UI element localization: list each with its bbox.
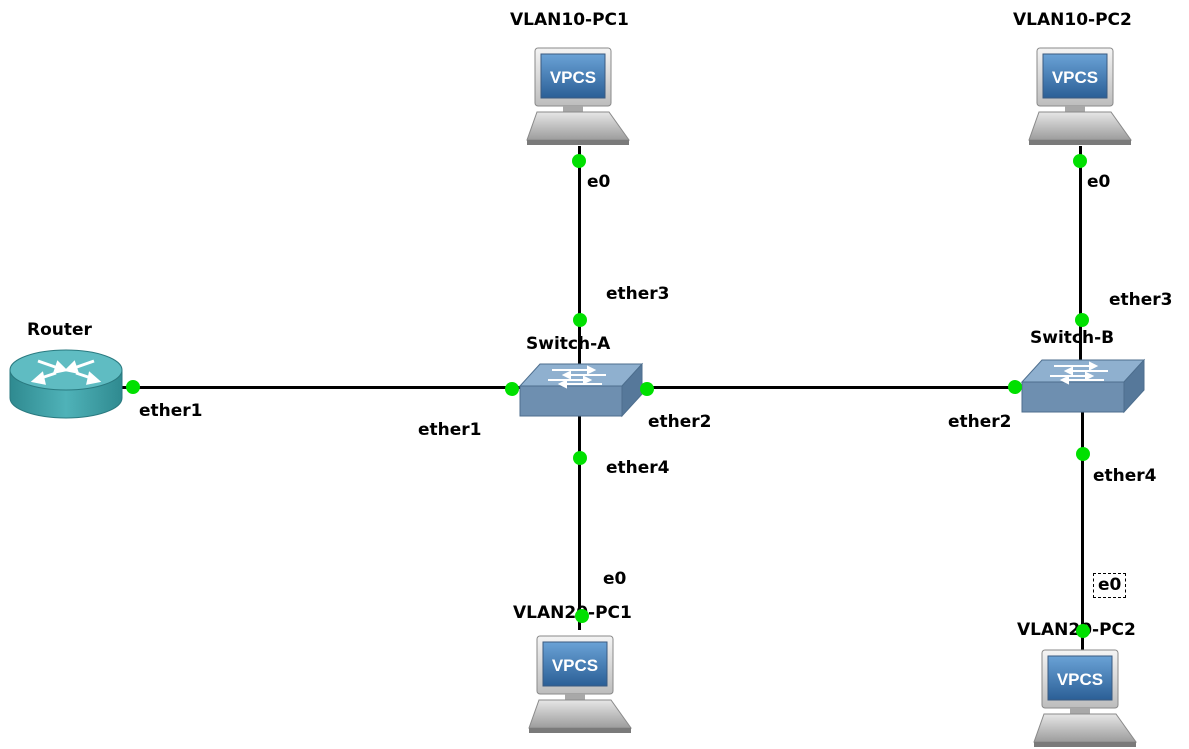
vpcs-icon: VPCS: [1033, 649, 1137, 747]
port-label-switch-a-ether2[interactable]: ether2: [648, 412, 712, 432]
port-dot-switch-b-ether3[interactable]: [1075, 313, 1089, 327]
port-label-vlan20-pc2-e0-selected[interactable]: e0: [1093, 573, 1127, 598]
vpcs-icon: VPCS: [526, 47, 630, 145]
vpcs-node-vlan20-pc2[interactable]: VPCS: [1032, 648, 1140, 748]
svg-text:VPCS: VPCS: [550, 68, 596, 87]
port-dot-switch-a-ether4[interactable]: [573, 451, 587, 465]
vpcs-node-vlan10-pc2[interactable]: VPCS: [1027, 46, 1135, 146]
node-label-vlan20-pc1[interactable]: VLAN20-PC1: [513, 603, 632, 623]
port-dot-router-ether1[interactable]: [126, 380, 140, 394]
switch-icon: [518, 362, 644, 418]
node-label-switch-b[interactable]: Switch-B: [1030, 328, 1115, 348]
port-dot-vlan10-pc1-e0[interactable]: [572, 154, 586, 168]
vpcs-node-vlan10-pc1[interactable]: VPCS: [525, 46, 633, 146]
link-router-switch-a[interactable]: [120, 386, 525, 389]
port-label-vlan10-pc2-e0[interactable]: e0: [1087, 172, 1111, 192]
switch-icon: [1020, 358, 1146, 414]
node-label-router[interactable]: Router: [27, 320, 92, 340]
link-switch-b-vlan20-pc2[interactable]: [1081, 400, 1084, 650]
switch-node-switch-b[interactable]: [1020, 358, 1146, 414]
link-switch-a-vlan20-pc1[interactable]: [578, 400, 581, 630]
port-label-vlan10-pc1-e0[interactable]: e0: [587, 172, 611, 192]
router-icon: [9, 349, 123, 419]
port-label-router-ether1[interactable]: ether1: [139, 401, 203, 421]
port-dot-vlan20-pc1-e0[interactable]: [575, 609, 589, 623]
port-dot-switch-a-ether1[interactable]: [505, 382, 519, 396]
port-label-switch-a-ether4[interactable]: ether4: [606, 458, 670, 478]
port-label-switch-b-ether4[interactable]: ether4: [1093, 466, 1157, 486]
node-label-vlan10-pc2[interactable]: VLAN10-PC2: [1013, 10, 1132, 30]
node-label-switch-a[interactable]: Switch-A: [526, 334, 611, 354]
port-dot-switch-a-ether3[interactable]: [573, 313, 587, 327]
vpcs-node-vlan20-pc1[interactable]: VPCS: [527, 634, 635, 734]
port-dot-vlan10-pc2-e0[interactable]: [1073, 154, 1087, 168]
link-vlan10-pc2-switch-b[interactable]: [1079, 146, 1082, 386]
link-switch-a-switch-b[interactable]: [640, 386, 1030, 389]
port-dot-switch-b-ether2[interactable]: [1008, 380, 1022, 394]
vpcs-icon: VPCS: [528, 635, 632, 733]
switch-node-switch-a[interactable]: [518, 362, 644, 418]
port-label-vlan20-pc1-e0[interactable]: e0: [603, 569, 627, 589]
port-dot-switch-b-ether4[interactable]: [1076, 447, 1090, 461]
port-label-switch-a-ether1[interactable]: ether1: [418, 420, 482, 440]
port-label-switch-b-ether3[interactable]: ether3: [1109, 290, 1173, 310]
vpcs-icon: VPCS: [1028, 47, 1132, 145]
router-node[interactable]: [8, 348, 124, 424]
port-dot-switch-a-ether2[interactable]: [640, 382, 654, 396]
svg-text:VPCS: VPCS: [552, 656, 598, 675]
svg-text:VPCS: VPCS: [1057, 670, 1103, 689]
node-label-vlan10-pc1[interactable]: VLAN10-PC1: [510, 10, 629, 30]
link-vlan10-pc1-switch-a[interactable]: [578, 146, 581, 386]
port-label-switch-b-ether2[interactable]: ether2: [948, 412, 1012, 432]
port-label-switch-a-ether3[interactable]: ether3: [606, 284, 670, 304]
port-dot-vlan20-pc2-e0[interactable]: [1076, 624, 1090, 638]
svg-text:VPCS: VPCS: [1052, 68, 1098, 87]
